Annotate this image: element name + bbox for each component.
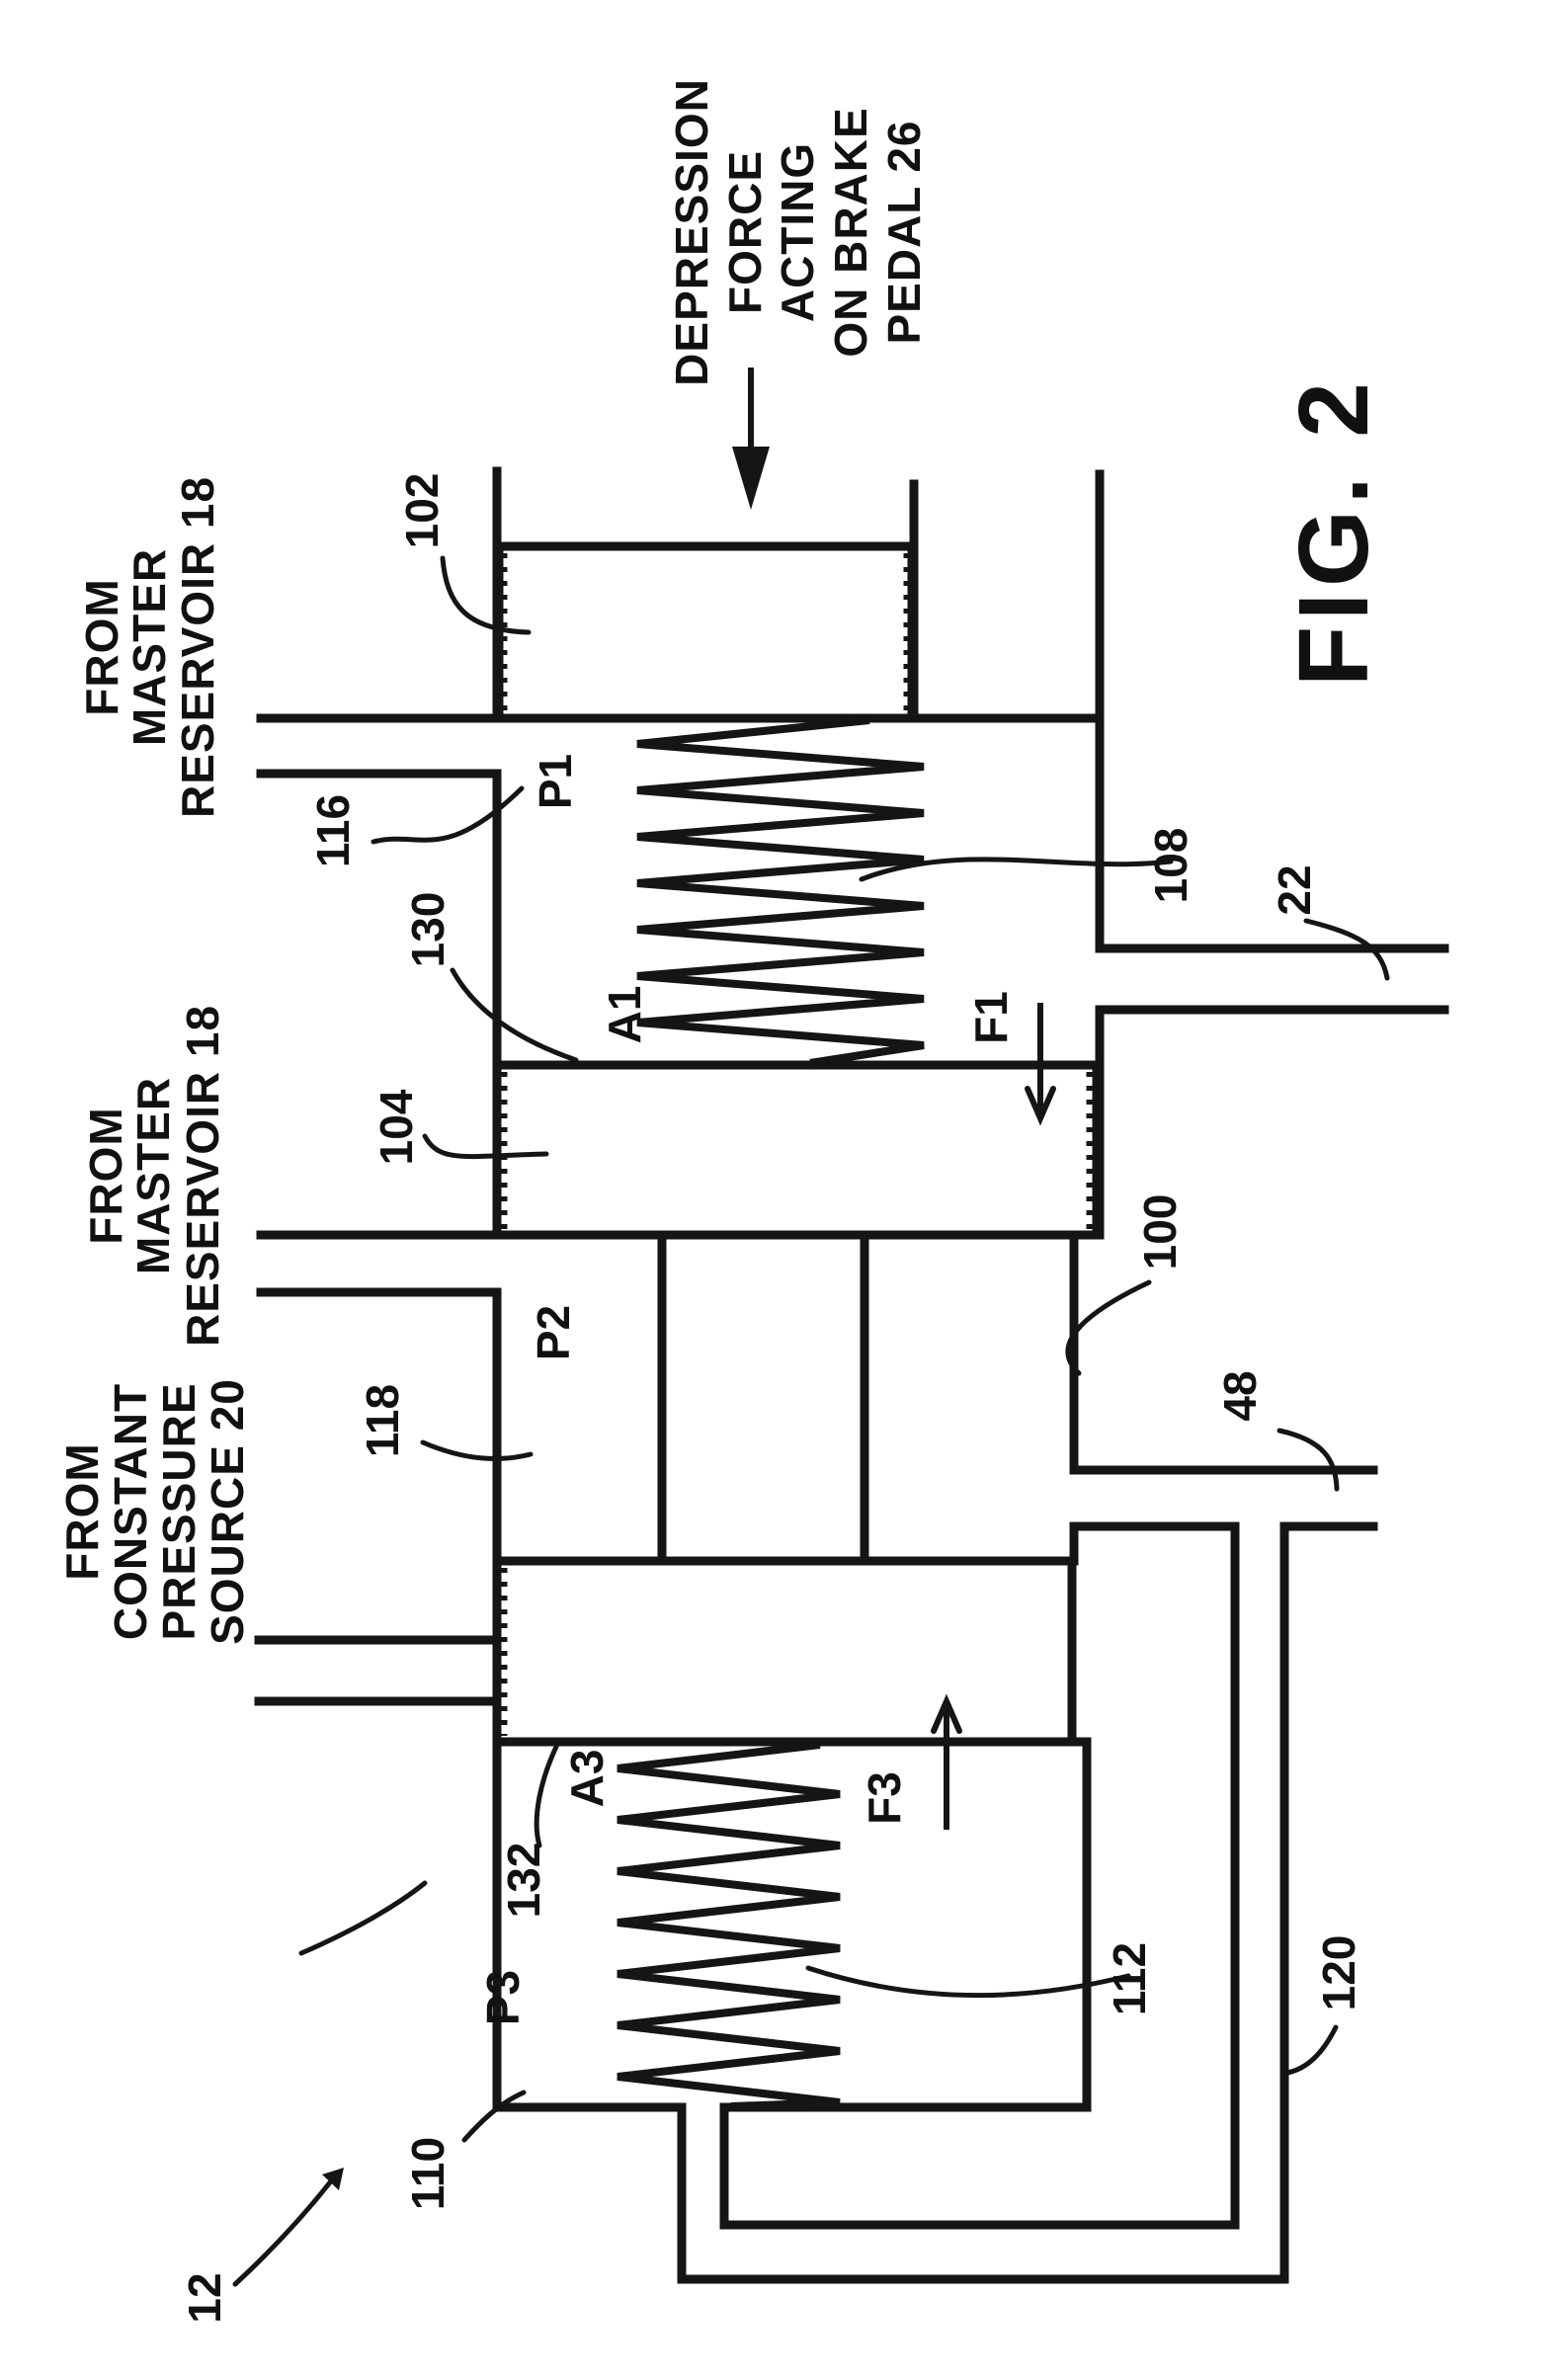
force-note-line-3: ACTING: [772, 142, 823, 322]
leader-100: [1065, 1279, 1152, 1376]
ref-112: 112: [1104, 1942, 1155, 2015]
force-note-line-1: DEPRESSION: [666, 78, 717, 386]
ref-118: 118: [357, 1384, 408, 1457]
ref-P1: P1: [530, 754, 581, 809]
leader-116: [370, 785, 525, 845]
force-note-line-5: PEDAL 26: [878, 120, 930, 344]
ref-F1: F1: [965, 991, 1017, 1044]
pipe-120-inner: [719, 1521, 1240, 2230]
ref-A1: A1: [599, 986, 650, 1044]
leader-22: [1303, 918, 1390, 981]
springs: [617, 716, 925, 2110]
leader-lines: [298, 555, 1390, 2143]
force-note-line-2: FORCE: [719, 150, 771, 314]
ref-130: 130: [402, 892, 453, 968]
port-116-bottom-and-left-wall: [256, 769, 502, 1070]
force-note-line-4: ON BRAKE: [825, 107, 876, 357]
leader-102: [440, 555, 532, 635]
ref-104: 104: [370, 1089, 422, 1165]
leader-108: [859, 857, 1174, 882]
reservoir-top-line-2: MASTER: [123, 548, 175, 746]
pipe-120-outer: [677, 1521, 1289, 2284]
ref-P3: P3: [477, 1970, 529, 2025]
leader-120: [1284, 2024, 1339, 2076]
piston-102: [494, 541, 917, 723]
pressure-source-line-1: FROM: [56, 1442, 108, 1580]
pressure-source-line-2: CONSTANT: [105, 1383, 156, 1640]
ref-120: 120: [1313, 1935, 1364, 2011]
reservoir-mid-line-1: FROM: [80, 1107, 131, 1244]
spring-108: [636, 716, 925, 1067]
reservoir-mid-line-2: MASTER: [127, 1077, 179, 1274]
leader-48: [1276, 1428, 1340, 1492]
arrows: [232, 368, 1056, 2287]
ref-102: 102: [396, 473, 448, 549]
port-118-bottom-and-left-wall: [256, 1287, 502, 1645]
leader-118: [420, 1439, 534, 1461]
ref-48: 48: [1214, 1370, 1266, 1421]
ref-108: 108: [1145, 828, 1196, 904]
cylinder-body: [254, 466, 1449, 2284]
reservoir-top-line-3: RESERVOIR 18: [172, 476, 223, 818]
leader-104: [422, 1133, 549, 1160]
ref-12-arrow-stem: [232, 2179, 333, 2287]
piston-104: [492, 1060, 1102, 1240]
pistons: [492, 541, 1102, 1747]
ref-F3: F3: [859, 1771, 910, 1825]
leader-122: [298, 1880, 428, 1956]
piston-110: [492, 1556, 1077, 1747]
pressure-source-line-4: SOURCE 20: [202, 1378, 253, 1645]
ref-A3: A3: [561, 1750, 613, 1808]
leader-112: [805, 1965, 1131, 1999]
leader-130: [450, 967, 579, 1063]
f3-arrow-head: [931, 1693, 962, 1734]
ref-100: 100: [1134, 1194, 1186, 1271]
reservoir-mid-line-3: RESERVOIR 18: [177, 1005, 228, 1347]
f1-arrow-head: [1025, 1086, 1056, 1126]
figure-caption: FIG. 2: [1278, 376, 1389, 687]
pressure-source-line-3: PRESSURE: [153, 1382, 205, 1640]
text-layer: DEPRESSION FORCE ACTING ON BRAKE PEDAL 2…: [56, 78, 1389, 2323]
ref-110: 110: [402, 2137, 453, 2210]
reservoir-top-line-1: FROM: [76, 578, 127, 715]
ref-116: 116: [307, 794, 359, 867]
ref-22: 22: [1269, 864, 1320, 915]
ref-132: 132: [498, 1843, 549, 1919]
ref-12: 12: [179, 2272, 230, 2323]
ref-P2: P2: [528, 1305, 579, 1360]
leader-132: [534, 1744, 559, 1848]
ref-12-arrow-head: [322, 2168, 344, 2190]
pedal-force-arrow-head: [732, 447, 770, 510]
leader-110: [461, 2090, 527, 2143]
spring-112: [617, 1741, 841, 2110]
